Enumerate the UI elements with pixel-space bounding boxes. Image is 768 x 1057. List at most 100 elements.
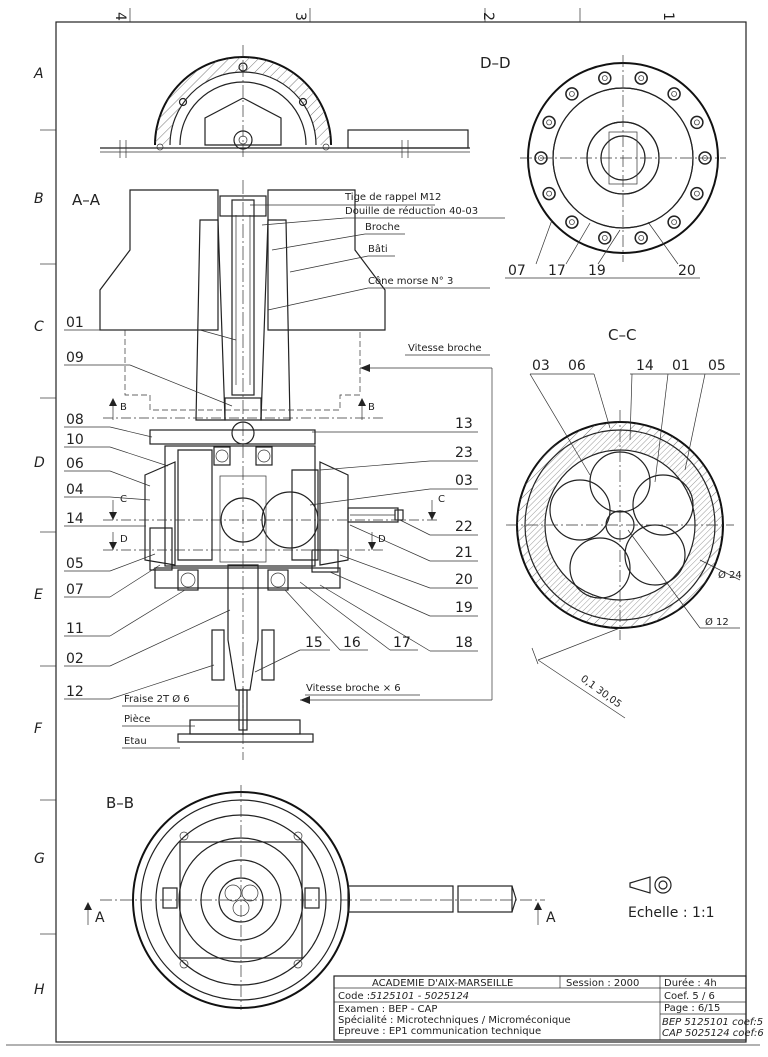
mark-d-left: D [120, 534, 128, 545]
column-label-3: 3 [292, 12, 308, 21]
tb-epreuve: Epreuve : EP1 communication technique [338, 1026, 541, 1037]
aa-ref-12: 12 [66, 684, 84, 700]
cc-dim-d24: Ø 24 [718, 569, 742, 581]
aa-callouts: Tige de rappel M12 Douille de réduction … [122, 192, 505, 749]
row-label-g: G [34, 851, 45, 867]
callout-vitesse-broche: Vitesse broche [408, 343, 482, 354]
sheet-border [6, 8, 760, 1046]
cc-ref-14: 14 [636, 358, 654, 374]
dd-ref-07: 07 [508, 263, 526, 279]
column-label-1: 1 [660, 12, 676, 21]
callout-cone-morse: Cône morse N° 3 [368, 275, 453, 287]
dd-ball [667, 87, 681, 101]
aa-ref-22: 22 [455, 519, 473, 535]
row-label-h: H [34, 982, 45, 998]
tb-page: Page : 6/15 [664, 1003, 720, 1014]
row-label-d: D [34, 455, 45, 471]
tb-academy: ACADEMIE D'AIX-MARSEILLE [372, 978, 513, 989]
aa-ref-20: 20 [455, 572, 473, 588]
row-label-f: F [34, 721, 43, 737]
dd-ball-center [638, 234, 645, 241]
aa-left-refs: 01 09 08 10 06 04 14 05 07 11 02 12 [64, 315, 237, 700]
dd-ball-center [546, 119, 552, 126]
dd-ball [542, 115, 556, 130]
tb-code-value: 5125101 - 5025124 [370, 991, 469, 1002]
tb-bep-note: BEP 5125101 coef:5 [662, 1017, 763, 1028]
aa-ref-17: 17 [393, 635, 411, 651]
callout-tige-de-rappel: Tige de rappel M12 [344, 192, 441, 203]
mark-b-right: B [368, 402, 375, 413]
aa-ref-04: 04 [66, 482, 84, 498]
dd-ref-20: 20 [678, 263, 696, 279]
column-label-2: 2 [480, 12, 496, 21]
section-dd-title: D–D [480, 54, 511, 72]
dd-ball [542, 186, 556, 201]
mark-c-right: C [438, 494, 445, 505]
dd-ball-center [671, 91, 677, 97]
dd-ball-center [601, 234, 608, 241]
cc-dim-tolerance: 0,1 30,05 [578, 674, 623, 711]
aa-ref-05: 05 [66, 556, 84, 572]
aa-ref-02: 02 [66, 651, 84, 667]
aa-ref-01: 01 [66, 315, 84, 331]
aa-ref-03: 03 [455, 473, 473, 489]
callout-broche: Broche [365, 222, 400, 233]
row-label-a: A [33, 66, 44, 82]
aa-right-refs: 13 23 03 22 21 20 19 18 [309, 416, 478, 652]
mark-a-left: A [95, 910, 105, 926]
dd-ball-center [694, 190, 700, 197]
aa-ref-18: 18 [455, 635, 473, 651]
dd-ball-ring [534, 71, 712, 245]
aa-ref-21: 21 [455, 545, 473, 561]
cc-dim-d12: Ø 12 [705, 616, 729, 628]
aa-ref-19: 19 [455, 600, 473, 616]
tb-duree: Durée : 4h [664, 977, 717, 989]
aa-bottom-refs: 15 16 17 [254, 581, 418, 673]
projection-symbol [629, 876, 672, 894]
tb-session: Session : 2000 [566, 978, 639, 989]
aa-ref-14: 14 [66, 511, 84, 527]
dd-ball [690, 186, 704, 201]
title-block: ACADEMIE D'AIX-MARSEILLE Session : 2000 … [333, 975, 764, 1041]
aa-ref-11: 11 [66, 621, 84, 637]
dd-ball [634, 231, 648, 245]
aa-ref-06: 06 [66, 456, 84, 472]
column-label-4: 4 [112, 12, 128, 21]
dd-ball-center [638, 75, 645, 81]
section-cc: C–C 03 06 14 01 05 Ø 24 Ø 12 0,1 30,05 [506, 326, 742, 719]
dd-ball-center [694, 119, 700, 126]
dd-ball [634, 71, 648, 85]
callout-vitesse-broche-x6: Vitesse broche × 6 [306, 683, 401, 694]
section-dd: D–D 07 17 19 20 [480, 54, 726, 279]
callout-bati: Bâti [368, 243, 388, 255]
cc-ref-05: 05 [708, 358, 726, 374]
aa-ref-08: 08 [66, 412, 84, 428]
dd-ball-center [569, 219, 575, 226]
dd-ref-17: 17 [548, 263, 566, 279]
row-label-b: B [34, 191, 44, 207]
tb-cap-note: CAP 5025124 coef:6 [662, 1028, 764, 1039]
section-aa-title: A–A [72, 191, 101, 209]
tb-code-label: Code : [338, 991, 370, 1002]
section-bb: B–B A A [84, 785, 556, 1010]
dd-ball-center [671, 219, 677, 226]
dd-ref-19: 19 [588, 263, 606, 279]
dd-ball [690, 115, 704, 130]
cc-ref-01: 01 [672, 358, 690, 374]
aa-ref-23: 23 [455, 445, 473, 461]
callout-etau: Etau [124, 736, 147, 747]
aa-ref-16: 16 [343, 635, 361, 651]
section-aa: A–A [72, 180, 493, 760]
aa-ref-09: 09 [66, 350, 84, 366]
callout-douille: Douille de réduction 40-03 [345, 205, 478, 217]
mark-a-right: A [546, 910, 556, 926]
section-marks: B B C C D D [109, 398, 445, 550]
row-label-e: E [34, 587, 43, 603]
dd-ball-center [569, 91, 575, 97]
callout-fraise: Fraise 2T Ø 6 [124, 693, 190, 705]
tb-specialite: Spécialité : Microtechniques / Microméco… [338, 1014, 571, 1026]
scale-label: Echelle : 1:1 [628, 905, 715, 921]
dd-ball [565, 87, 579, 101]
cc-ref-03: 03 [532, 358, 550, 374]
